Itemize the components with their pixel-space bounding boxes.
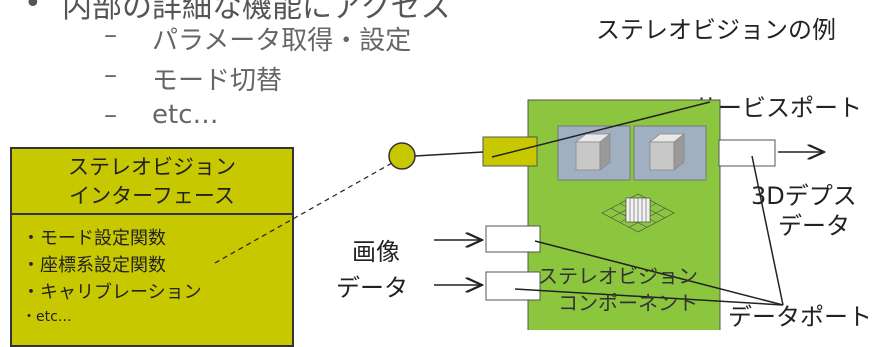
sub-dash-2: – <box>104 60 117 90</box>
bullet-dot: • <box>24 0 42 21</box>
sub-dash-3: – <box>104 100 117 130</box>
image-label-line2: データ <box>336 274 408 302</box>
depth-label-line1: 3Dデプス <box>751 182 857 210</box>
service-connection-line <box>414 151 484 157</box>
example-title: ステレオビジョンの例 <box>596 16 836 44</box>
interface-dashed-link <box>214 162 393 264</box>
interface-item-etc: ・etc… <box>22 309 72 325</box>
data-port-leaders <box>514 155 784 306</box>
interface-title-line2: インターフェース <box>69 184 235 208</box>
input-data-port-1[interactable] <box>485 225 541 253</box>
component-label-line2: コンポーネント <box>558 291 698 315</box>
interface-box: ステレオビジョン インターフェース ・モード設定関数 ・座標系設定関数 ・キャリ… <box>10 147 294 347</box>
depth-label-line2: データ <box>778 212 850 240</box>
service-consumer-circle <box>388 142 416 170</box>
interface-item-coords: ・座標系設定関数 <box>22 255 166 276</box>
sub-dash-1: – <box>104 20 117 50</box>
sub-item-mode: モード切替 <box>152 66 283 96</box>
cube-right-icon <box>648 133 686 171</box>
data-port-label: データポート <box>728 303 872 331</box>
service-port-leader <box>491 101 711 158</box>
interface-title: ステレオビジョン インターフェース <box>12 149 292 215</box>
stereo-diagram <box>214 99 885 330</box>
interface-item-calibration: ・キャリブレーション <box>22 282 202 303</box>
bullet-main-text: 内部の詳細な機能にアクセス <box>62 0 451 25</box>
sub-item-etc: etc… <box>152 100 219 130</box>
component-label-line1: ステレオビジョン <box>538 264 698 288</box>
service-port-label: サービスポート <box>694 94 862 122</box>
input-data-port-2[interactable] <box>485 271 541 301</box>
service-port[interactable] <box>482 136 538 167</box>
interface-item-mode: ・モード設定関数 <box>22 228 166 249</box>
cube-left-icon <box>574 133 612 171</box>
output-data-port[interactable] <box>718 139 776 167</box>
image-label-line1: 画像 <box>352 238 400 266</box>
depth-grid-icon <box>601 193 675 233</box>
sub-item-params: パラメータ取得・設定 <box>152 26 412 56</box>
interface-title-line1: ステレオビジョン <box>68 155 236 179</box>
